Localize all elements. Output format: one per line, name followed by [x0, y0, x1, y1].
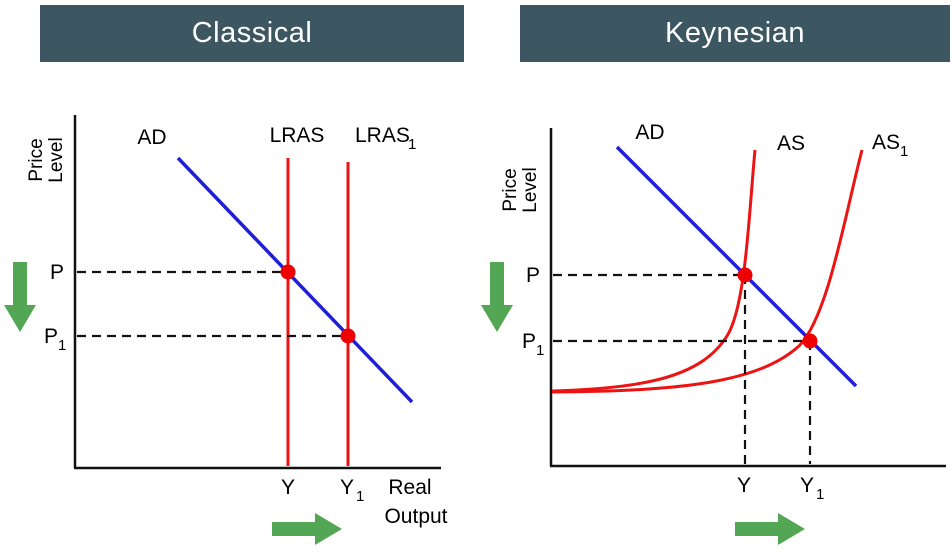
classical-lras1-label: LRAS [355, 124, 410, 147]
classical-p1-label-subscript: 1 [58, 337, 66, 354]
classical-y1-output-label: Y [340, 476, 354, 499]
keynesian-header-bar: Keynesian [520, 5, 950, 62]
classical-p1-label: P [44, 325, 58, 348]
classical-lras1-label-subscript: 1 [408, 136, 416, 153]
classical-y-axis-label-price: Price [26, 138, 47, 181]
keynesian-price-down-arrow-icon [481, 262, 513, 332]
classical-p-label: P [50, 261, 64, 284]
classical-lras-label: LRAS [270, 124, 325, 147]
keynesian-y1-output-label-subscript: 1 [816, 486, 824, 503]
keynesian-ad-curve [615, 145, 858, 388]
keynesian-y-axis-label-price: Price [500, 168, 521, 211]
keynesian-y1-output-label: Y [800, 474, 814, 497]
classical-price-down-arrow-icon [4, 262, 36, 332]
keynesian-as1-label: AS [872, 131, 900, 154]
keynesian-p1-label-subscript: 1 [536, 342, 544, 359]
keynesian-p1-label: P [522, 330, 536, 353]
classical-title: Classical [191, 17, 313, 49]
keynesian-y-axis-label-level: Level [520, 167, 541, 212]
keynesian-as-label: AS [777, 132, 805, 155]
classical-equilibrium-dot-1 [280, 264, 296, 280]
keynesian-as-curve [551, 149, 757, 393]
keynesian-equilibrium-dot-2 [802, 333, 818, 349]
keynesian-equilibrium-dot-1 [737, 267, 753, 283]
classical-header-bar: Classical [40, 5, 464, 62]
keynesian-p-label: P [526, 264, 540, 287]
classical-x-axis-label-output: Output [384, 505, 447, 528]
classical-x-axis-label-real: Real [388, 476, 431, 499]
classical-equilibrium-dot-2 [340, 328, 356, 344]
classical-ad-label: AD [137, 126, 166, 149]
classical-y-axis-label-level: Level [46, 137, 67, 182]
keynesian-y-output-label: Y [737, 474, 751, 497]
keynesian-title: Keynesian [665, 17, 805, 49]
keynesian-output-right-arrow-icon [735, 513, 805, 545]
classical-y1-output-label-subscript: 1 [356, 488, 364, 505]
keynesian-ad-label: AD [635, 121, 664, 144]
keynesian-as1-curve [551, 149, 864, 394]
keynesian-panel: Price Level AD AS AS 1 P P 1 [481, 121, 946, 545]
classical-ad-curve [176, 156, 414, 404]
classical-output-right-arrow-icon [272, 513, 342, 545]
classical-panel: Price Level AD LRAS LRAS 1 P P 1 [4, 115, 448, 545]
classical-y-output-label: Y [281, 476, 295, 499]
keynesian-as1-label-subscript: 1 [900, 143, 908, 160]
